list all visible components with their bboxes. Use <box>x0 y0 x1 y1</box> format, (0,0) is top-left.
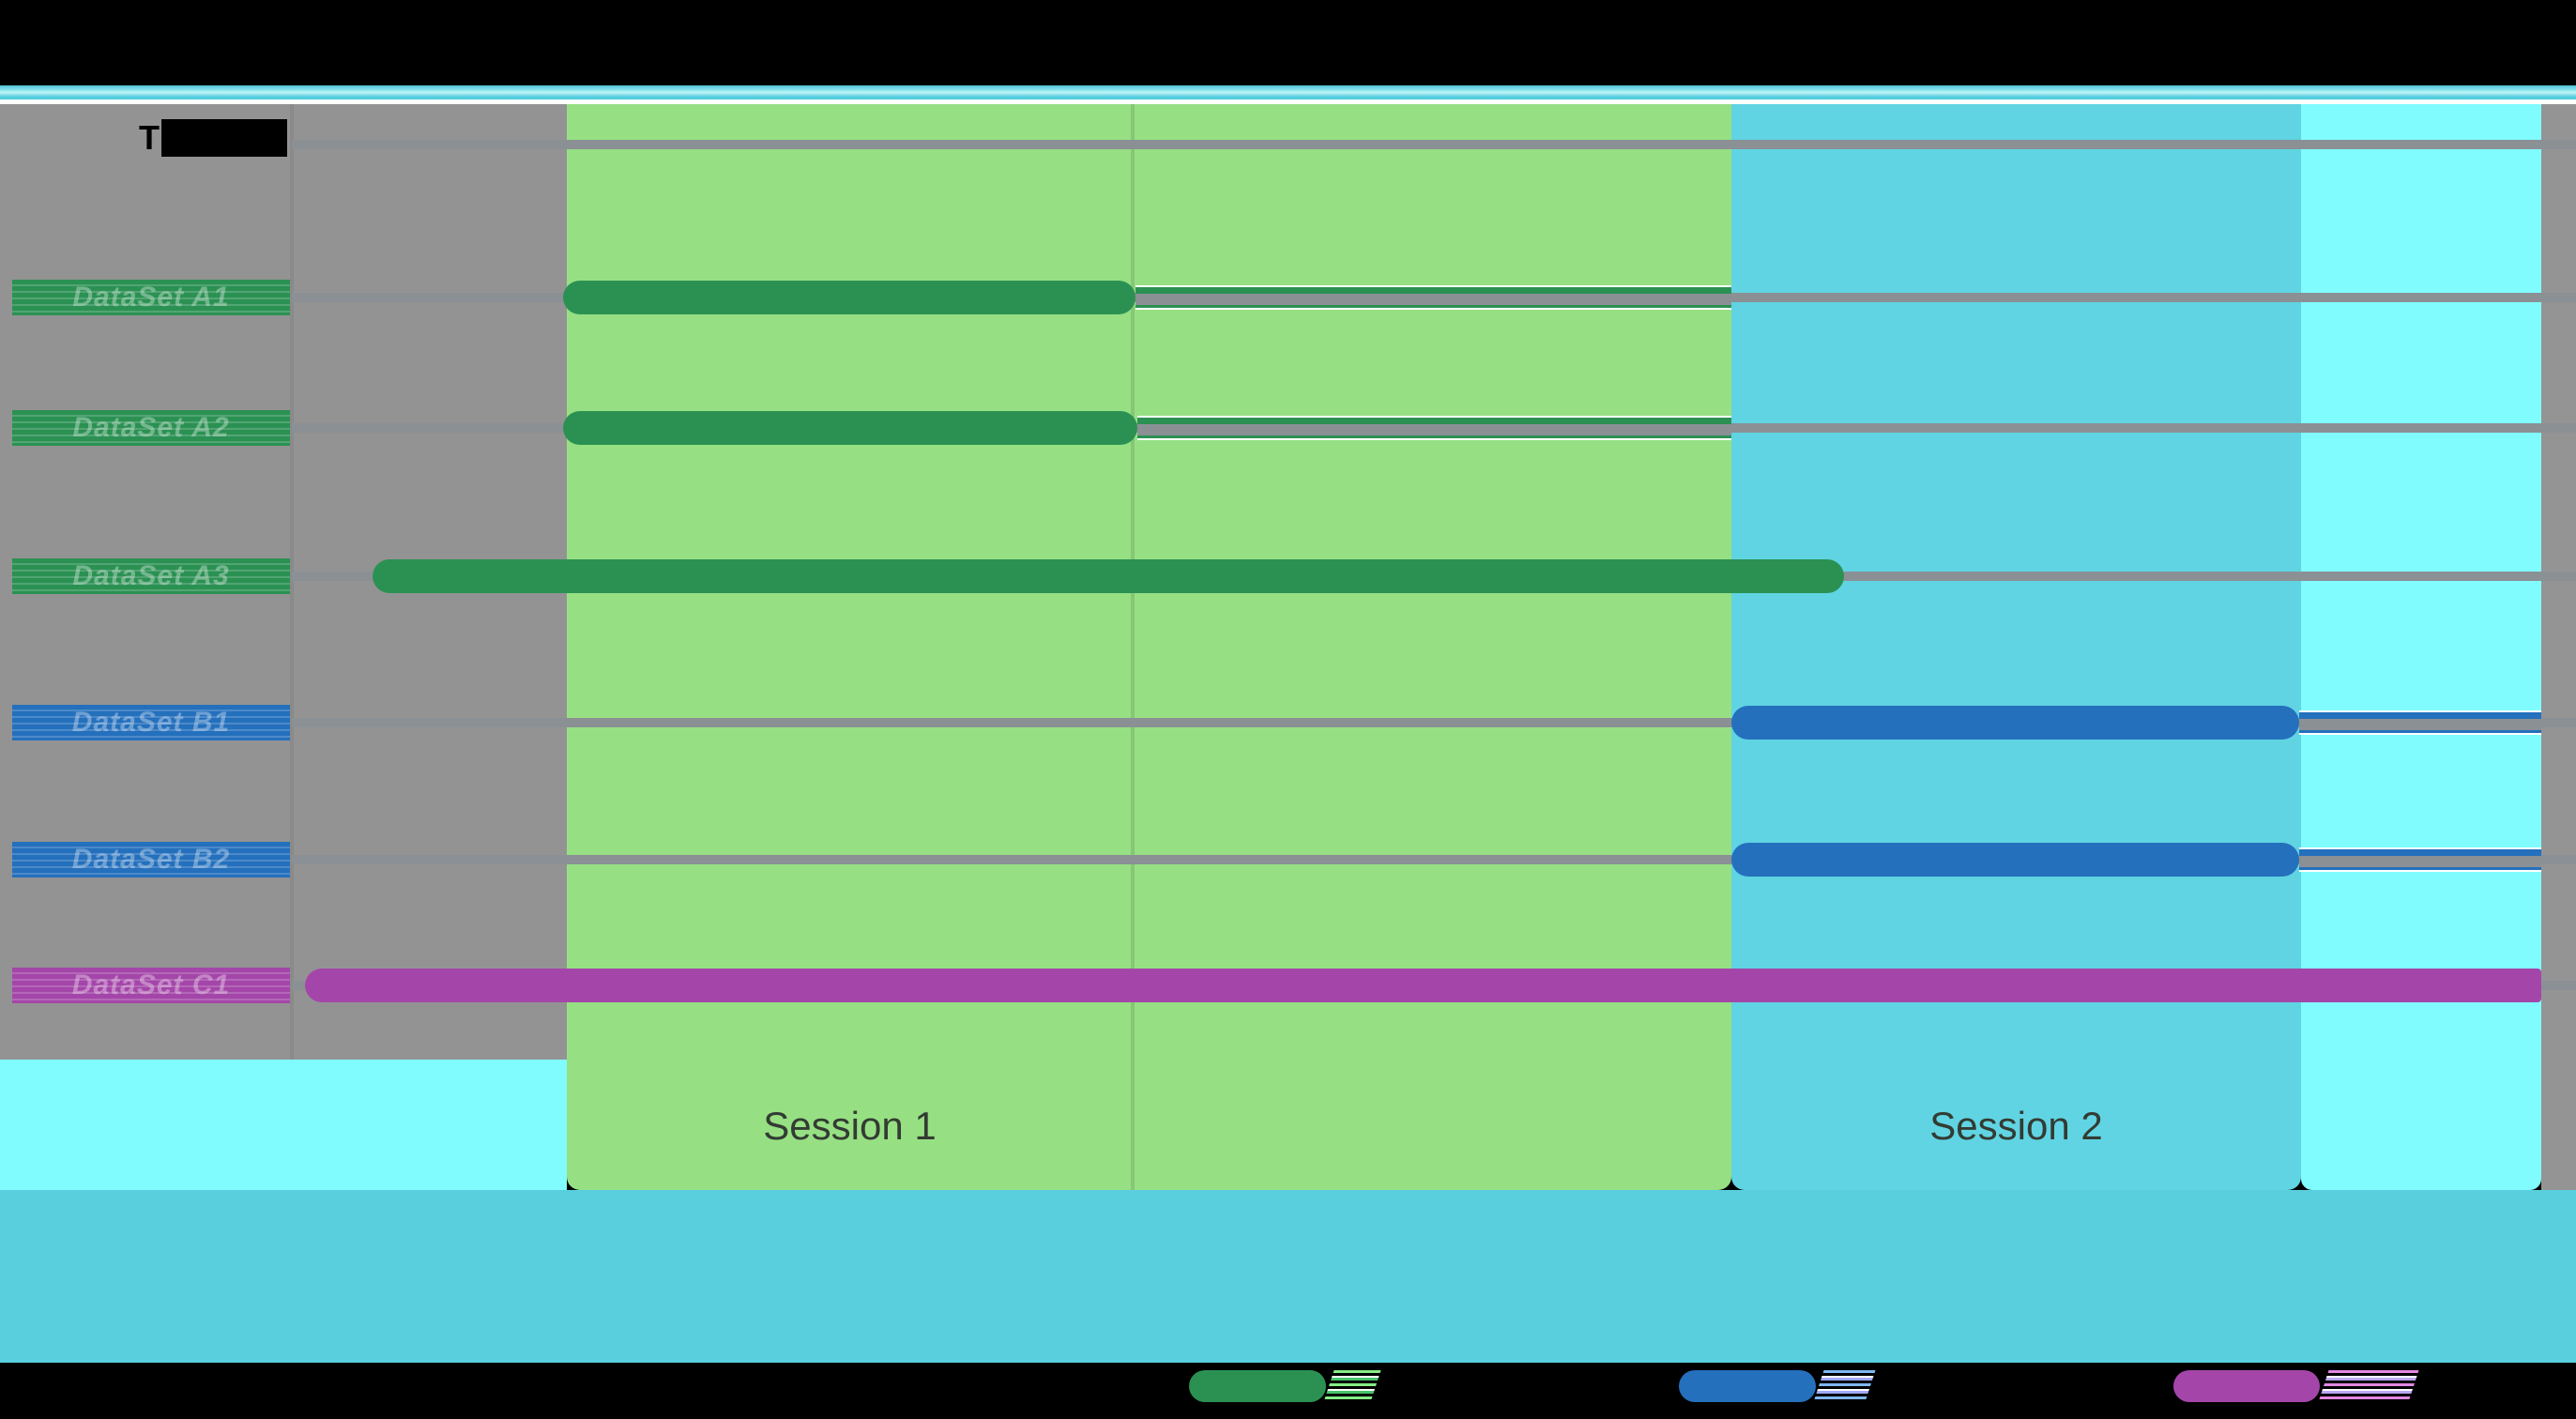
session2-label: Session 2 <box>1929 1104 2103 1148</box>
header-white-divider <box>0 99 2576 104</box>
row-label-dataset-a1: DataSet A1 <box>12 280 290 315</box>
row-track-b1 <box>292 718 2576 727</box>
session1-region <box>567 104 1731 1190</box>
row-track-header <box>292 140 2576 149</box>
bar-dataset-a3 <box>373 559 1844 593</box>
bottom-turquoise-band <box>0 1190 2576 1363</box>
legend-label-redacted-series-a <box>1323 1370 1381 1402</box>
header-redaction-box <box>161 119 287 157</box>
bar-extension-a2 <box>1137 416 1731 440</box>
label-panel-divider <box>290 104 294 1060</box>
bar-dataset-a2 <box>563 411 1137 445</box>
bar-dataset-c1 <box>305 969 2541 1002</box>
row-label-dataset-a2: DataSet A2 <box>12 410 290 446</box>
bar-dataset-b1 <box>1731 706 2299 740</box>
legend-swatch-series-a <box>1189 1370 1326 1402</box>
bar-extension-a1 <box>1136 285 1731 310</box>
legend-label-redacted-series-c <box>2318 1370 2419 1402</box>
header-turquoise-strip <box>0 85 2576 99</box>
right-gray-strip <box>2541 104 2576 1190</box>
session1-column-divider <box>1131 104 1135 1190</box>
legend-swatch-series-c <box>2173 1370 2320 1402</box>
bottom-left-cyan-region <box>0 1060 567 1190</box>
bar-dataset-a1 <box>563 281 1136 314</box>
row-label-dataset-b2: DataSet B2 <box>12 842 290 877</box>
right-cyan-column <box>2301 104 2541 1190</box>
row-label-dataset-c1: DataSet C1 <box>12 968 290 1003</box>
bar-extension-b2 <box>2299 847 2541 872</box>
legend-swatch-series-b <box>1679 1370 1816 1402</box>
row-label-dataset-b1: DataSet B1 <box>12 705 290 740</box>
bar-dataset-b2 <box>1731 843 2299 877</box>
row-track-b2 <box>292 855 2576 864</box>
row-label-dataset-a3: DataSet A3 <box>12 558 290 594</box>
session2-region <box>1731 104 2301 1190</box>
time-axis-header: T <box>139 119 287 157</box>
session1-label: Session 1 <box>763 1104 937 1148</box>
bar-extension-b1 <box>2299 710 2541 735</box>
time-axis-label: T <box>139 118 160 157</box>
legend-label-redacted-series-b <box>1813 1370 1876 1402</box>
